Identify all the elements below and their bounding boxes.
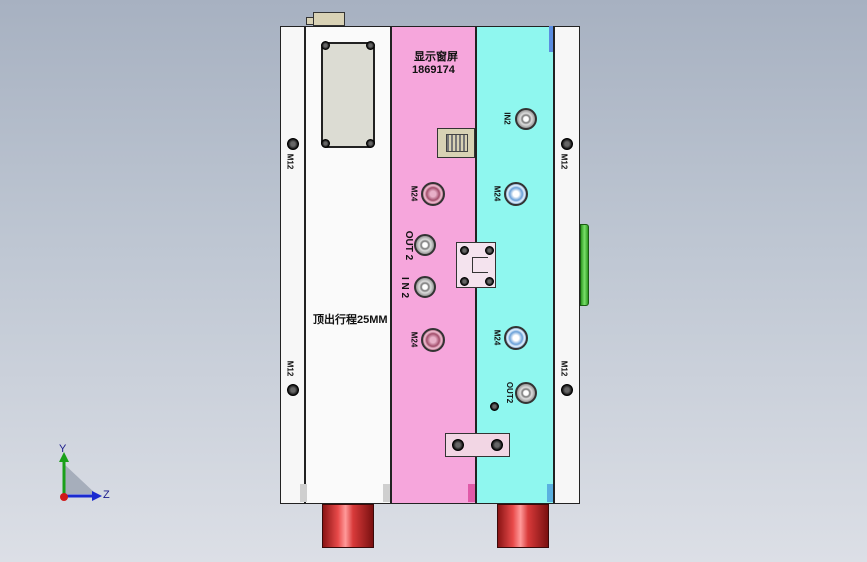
in2-port — [414, 276, 436, 298]
display-window-label: 显示窗屏 — [414, 51, 458, 63]
m12-label: M12 — [559, 153, 569, 170]
display-box — [321, 42, 375, 148]
m24-fitting — [421, 182, 445, 206]
screw — [366, 41, 375, 50]
screw — [366, 139, 375, 148]
screw — [485, 246, 494, 255]
green-knob — [580, 224, 589, 306]
seam-marker — [300, 484, 307, 502]
top-connector — [313, 12, 345, 26]
stroke-label: 顶出行程25MM — [313, 314, 388, 326]
red-pipe — [497, 504, 549, 548]
out2-port — [414, 234, 436, 256]
screw — [321, 41, 330, 50]
m12-label: M12 — [559, 360, 569, 377]
m12-screw — [287, 384, 299, 396]
screw — [321, 139, 330, 148]
m12-screw — [287, 138, 299, 150]
m24-label: M24 — [409, 185, 419, 202]
m24-label-right: M24 — [492, 329, 502, 346]
m12-screw — [561, 384, 573, 396]
electrical-connector-pins — [446, 134, 468, 152]
top-connector-tab — [306, 17, 314, 25]
screw — [452, 439, 464, 451]
out2-right-label: OUT2 — [505, 381, 515, 404]
in2-right-label: IN2 — [502, 112, 512, 125]
screw — [491, 439, 503, 451]
seam-marker — [383, 484, 390, 502]
m24-fitting-right — [504, 182, 528, 206]
red-pipe — [322, 504, 374, 548]
seam-marker — [547, 484, 553, 502]
out2-left-label: OUT 2 — [403, 230, 415, 261]
seam-marker — [549, 26, 553, 52]
axis-triad: Y Z — [59, 443, 110, 501]
small-pin — [490, 402, 499, 411]
m12-screw — [561, 138, 573, 150]
m24-label-right: M24 — [492, 185, 502, 202]
in2-port-right — [515, 108, 537, 130]
seam-marker — [468, 484, 475, 502]
left-white-plate — [280, 26, 305, 504]
screw — [485, 277, 494, 286]
in2-left-label: I N 2 — [399, 276, 411, 299]
m24-label: M24 — [409, 331, 419, 348]
m24-fitting — [421, 328, 445, 352]
latch-slot — [472, 257, 488, 273]
z-axis-label: Z — [103, 489, 110, 501]
m12-label: M12 — [285, 153, 295, 170]
y-axis-label: Y — [59, 443, 67, 455]
right-white-plate — [554, 26, 580, 504]
screw — [460, 246, 469, 255]
out2-port-right — [515, 382, 537, 404]
m24-fitting-right — [504, 326, 528, 350]
m12-label: M12 — [285, 360, 295, 377]
display-code-label: 1869174 — [412, 64, 455, 76]
screw — [460, 277, 469, 286]
